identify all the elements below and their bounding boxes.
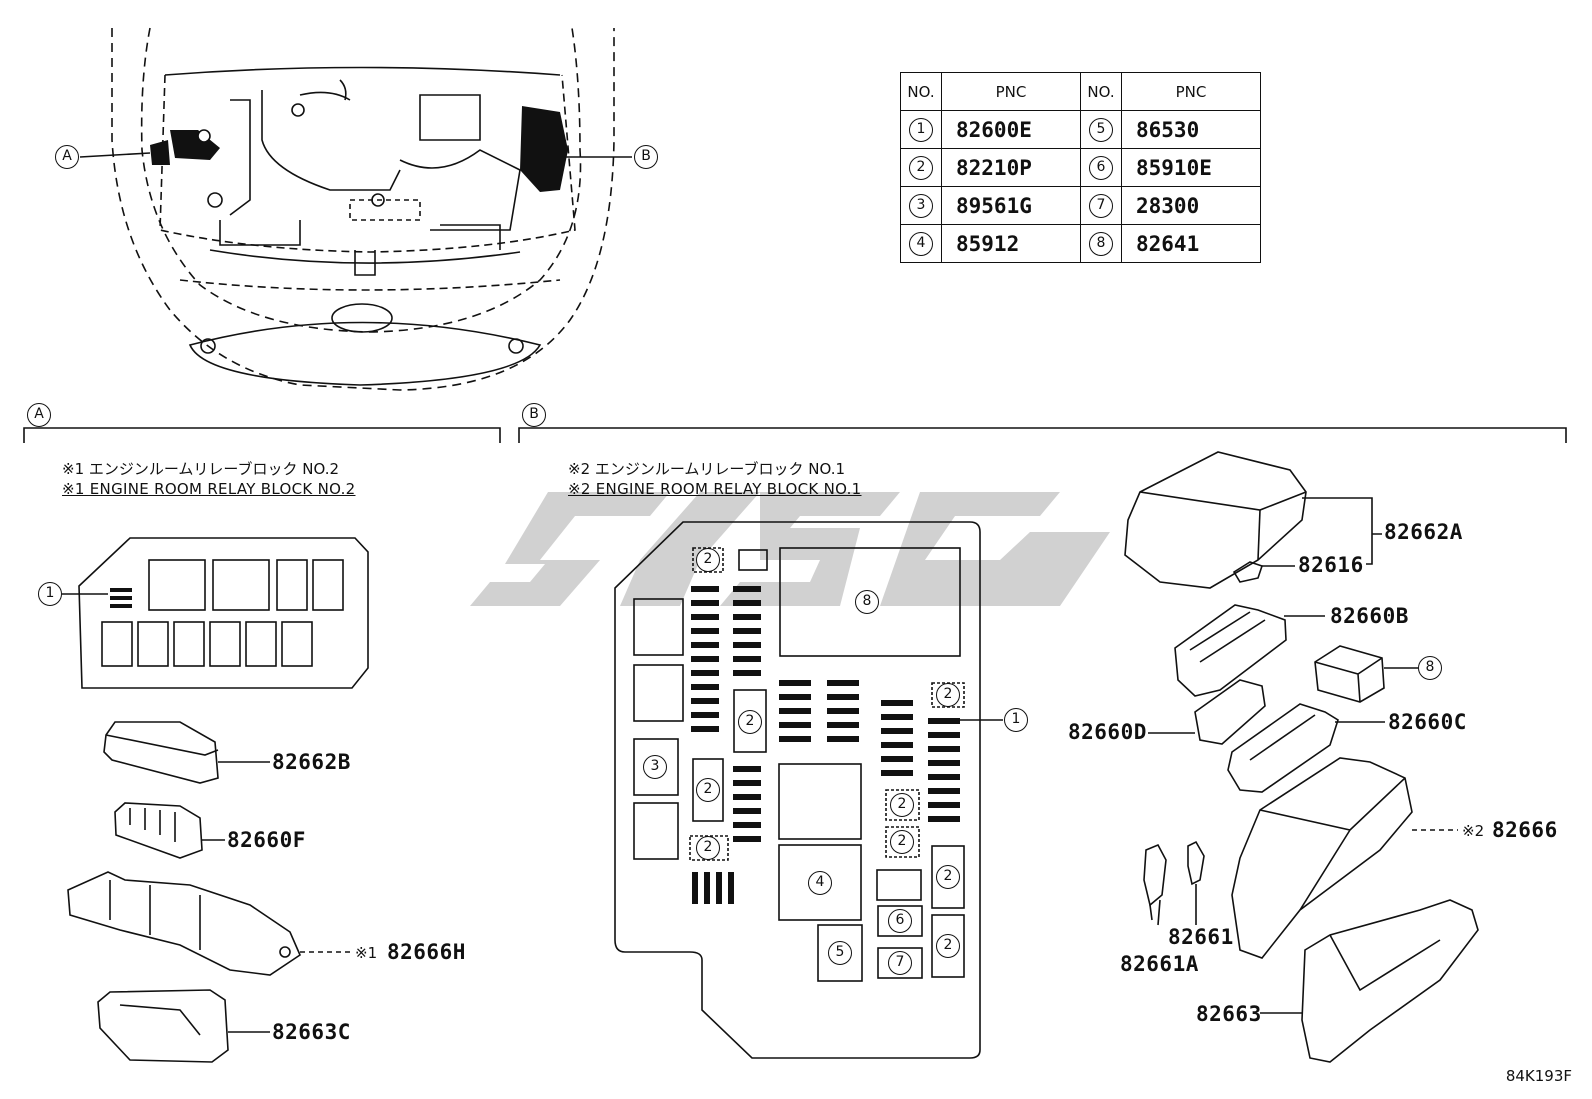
part-82662a-drawing	[1124, 451, 1382, 589]
pnc-value: 82641	[1121, 224, 1261, 263]
watermark-logo	[470, 492, 1110, 606]
part-note-mark: ※1	[355, 944, 378, 962]
section-b-callout-1: 1	[1004, 708, 1028, 732]
relay-block-no1-location	[520, 106, 568, 192]
overview-marker-a: A	[55, 145, 79, 169]
part-label-82666h: 82666H	[387, 940, 466, 964]
layout-label: 2	[936, 934, 960, 958]
section-a-title-en: ※1 ENGINE ROOM RELAY BLOCK NO.2	[62, 480, 356, 498]
section-b-title-jp: ※2 エンジンルームリレーブロック NO.1	[568, 460, 846, 478]
fuse-bars	[691, 586, 960, 904]
layout-label: 5	[828, 941, 852, 965]
part-label-82663: 82663	[1196, 1002, 1262, 1026]
row-number: 8	[1089, 231, 1113, 256]
layout-label: 6	[888, 909, 912, 933]
part-82661-drawing	[1143, 840, 1205, 926]
table-row: 2 82210P 6 85910E	[900, 148, 1261, 187]
row-number: 4	[909, 231, 933, 256]
header-no-left: NO.	[900, 72, 942, 111]
part-label-82660c: 82660C	[1388, 710, 1467, 734]
part-label-82666: 82666	[1492, 818, 1558, 842]
part-label-82661a: 82661A	[1120, 952, 1199, 976]
layout-label: 4	[808, 871, 832, 895]
table-row: 4 85912 8 82641	[900, 224, 1261, 263]
part-note-mark: ※2	[1462, 822, 1485, 840]
pnc-value: 28300	[1121, 186, 1261, 225]
car-overview	[111, 27, 615, 391]
table-row: 3 89561G 7 28300	[900, 186, 1261, 225]
part-82616-drawing	[1232, 561, 1295, 583]
row-number: 1	[909, 117, 933, 142]
layout-label: 3	[643, 755, 667, 779]
part-82666h-drawing	[67, 871, 352, 976]
figure-code: 84K193F	[1505, 1067, 1572, 1085]
pnc-table: NO. PNC NO. PNC 1 82600E 5 86530 2 82210…	[900, 72, 1261, 263]
row-number: 6	[1089, 155, 1113, 180]
section-a-callout-1: 1	[38, 582, 62, 606]
overview-marker-b: B	[634, 145, 658, 169]
part-label-82660d: 82660D	[1068, 720, 1147, 744]
part-82660f-drawing	[114, 802, 225, 859]
part-82662b-drawing	[103, 721, 270, 784]
relay-block-no2-location	[150, 130, 220, 165]
row-number: 2	[909, 155, 933, 180]
part-label-82662b: 82662B	[272, 750, 351, 774]
section-a-title-jp: ※1 エンジンルームリレーブロック NO.2	[62, 460, 340, 478]
pnc-value: 82600E	[941, 110, 1081, 149]
row-number: 5	[1089, 117, 1113, 142]
header-no-right: NO.	[1080, 72, 1122, 111]
layout-label: 2	[890, 830, 914, 854]
part-82663-drawing	[1260, 899, 1479, 1063]
part-label-82662a: 82662A	[1384, 520, 1463, 544]
section-b-marker: B	[522, 403, 546, 427]
pnc-value: 82210P	[941, 148, 1081, 187]
part-82660b-drawing	[1174, 604, 1325, 697]
layout-label: 8	[855, 590, 879, 614]
part-82660d-drawing	[1148, 679, 1266, 745]
layout-label: 2	[890, 793, 914, 817]
part-82663c-drawing	[97, 989, 270, 1063]
pnc-value: 85910E	[1121, 148, 1261, 187]
part-82641-relay-drawing	[1314, 645, 1418, 703]
layout-label: 2	[696, 548, 720, 572]
part-label-82660b: 82660B	[1330, 604, 1409, 628]
row-number: 7	[1089, 193, 1113, 218]
part-82666-drawing	[1231, 757, 1458, 959]
part-label-82663c: 82663C	[272, 1020, 351, 1044]
layout-label: 2	[696, 778, 720, 802]
section-a-marker: A	[27, 403, 51, 427]
layout-label: 2	[936, 683, 960, 707]
part-label-82661: 82661	[1168, 925, 1234, 949]
section-b-title-en: ※2 ENGINE ROOM RELAY BLOCK NO.1	[568, 480, 862, 498]
part-label-82616: 82616	[1298, 553, 1364, 577]
header-pnc-right: PNC	[1121, 72, 1261, 111]
row-number: 3	[909, 193, 933, 218]
table-row: 1 82600E 5 86530	[900, 110, 1261, 149]
layout-label: 2	[936, 865, 960, 889]
part-label-82660f: 82660F	[227, 828, 306, 852]
pnc-value: 86530	[1121, 110, 1261, 149]
layout-label: 2	[696, 836, 720, 860]
layout-label: 2	[738, 710, 762, 734]
header-pnc-left: PNC	[941, 72, 1081, 111]
layout-label: 7	[888, 951, 912, 975]
pnc-table-header: NO. PNC NO. PNC	[900, 72, 1261, 111]
pnc-value: 89561G	[941, 186, 1081, 225]
pnc-value: 85912	[941, 224, 1081, 263]
part-82660c-drawing	[1227, 703, 1385, 793]
relay-block-no1-outline	[614, 521, 981, 1059]
section-b-callout-8: 8	[1418, 656, 1442, 680]
